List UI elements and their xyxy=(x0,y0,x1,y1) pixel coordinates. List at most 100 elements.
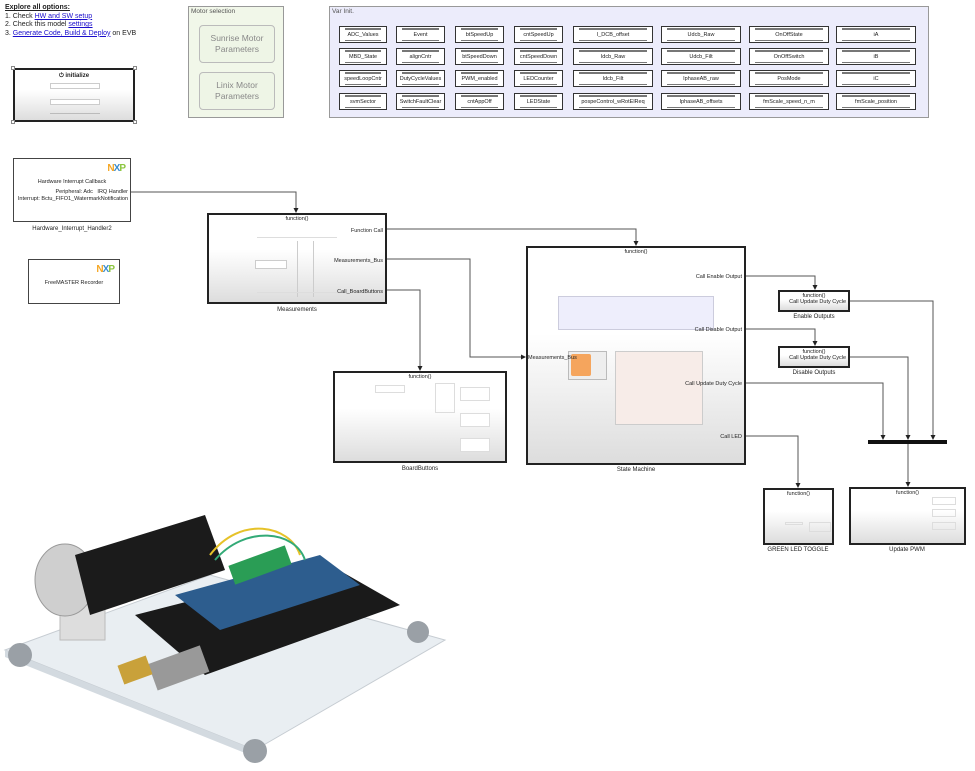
wire-led xyxy=(746,435,801,488)
linix-motor-button[interactable]: Linix Motor Parameters xyxy=(199,72,275,110)
port-call-enable-output: Call Enable Output xyxy=(695,274,742,280)
port-measurements-bus: Measurements_Bus xyxy=(334,258,383,264)
port-call-led: Call LED xyxy=(720,434,742,440)
interrupt-text: Interrupt: Bctu_FIFO1_WatermarkNotificat… xyxy=(17,195,128,202)
enable-outputs-name: Enable Outputs xyxy=(793,314,835,320)
var-init-block[interactable]: iC xyxy=(836,70,916,87)
text: on EVB xyxy=(110,29,137,37)
var-init-block[interactable]: DutyCycleValues xyxy=(396,70,445,87)
chart-block xyxy=(571,354,591,376)
var-init-block[interactable]: SwitchFaultClear xyxy=(396,93,445,110)
nxp-logo: NXP xyxy=(96,264,115,275)
var-init-block[interactable]: iB xyxy=(836,48,916,65)
var-init-block[interactable]: LEDState xyxy=(514,93,563,110)
var-init-block[interactable]: ADC_Values xyxy=(339,26,387,43)
freemaster-title: FreeMASTER Recorder xyxy=(44,280,104,286)
text: 3. xyxy=(5,29,13,37)
var-init-block[interactable]: Idcb_Raw xyxy=(573,48,653,65)
var-init-block[interactable]: svmSector xyxy=(339,93,387,110)
motor-selection-title: Motor selection xyxy=(191,8,236,15)
port-call-update-duty-cycle: Call Update Duty Cycle xyxy=(789,299,846,305)
wire-duty xyxy=(746,382,886,440)
green-led-toggle-block[interactable]: function() xyxy=(763,488,834,545)
text: 1. Check xyxy=(5,12,35,20)
port-call-update-duty-cycle: Call Update Duty Cycle xyxy=(789,355,846,361)
text: 2. Check this model xyxy=(5,21,69,28)
motor-selection-area: Motor selection Sunrise Motor Parameters… xyxy=(188,6,284,118)
trigger-label: function() xyxy=(802,293,826,299)
update-pwm-block[interactable]: function() xyxy=(849,487,966,545)
var-init-block[interactable]: IphaseAB_raw xyxy=(661,70,741,87)
generate-code-link[interactable]: Generate Code, Build & Deploy xyxy=(12,29,111,37)
trigger-label: function() xyxy=(408,374,432,380)
var-init-block[interactable]: iA xyxy=(836,26,916,43)
function-call-mux-bar[interactable] xyxy=(868,440,947,444)
evaluation-board-photo xyxy=(3,515,447,763)
trigger-label: function() xyxy=(787,491,810,497)
var-init-block[interactable]: Event xyxy=(396,26,445,43)
sunrise-motor-button[interactable]: Sunrise Motor Parameters xyxy=(199,25,275,63)
nxp-logo: NXP xyxy=(107,163,126,174)
measurements-name: Measurements xyxy=(277,307,317,313)
port-call-boardbuttons: Call_BoardButtons xyxy=(337,289,383,295)
wire-irq xyxy=(131,191,299,213)
hw-sw-setup-link[interactable]: HW and SW setup xyxy=(34,12,93,20)
var-init-block[interactable]: IphaseAB_offsets xyxy=(661,93,741,110)
var-init-block[interactable]: fmScale_speed_n_m xyxy=(749,93,829,110)
instructions: Explore all options: 1. Check HW and SW … xyxy=(5,4,136,38)
port-call-disable-output: Call Disable Output xyxy=(694,327,742,333)
wire-enable xyxy=(746,275,818,290)
hw-interrupt-title: Hardware Interrupt Callback xyxy=(37,179,107,185)
var-init-block[interactable]: Udcb_Raw xyxy=(661,26,741,43)
port-call-update-duty-cycle: Call Update Duty Cycle xyxy=(685,381,742,387)
trigger-label: function() xyxy=(896,490,919,496)
var-init-block[interactable]: PosMode xyxy=(749,70,829,87)
var-init-block[interactable]: OnOffSwitch xyxy=(749,48,829,65)
state-machine-name: State Machine xyxy=(616,467,656,473)
var-init-block[interactable]: cntSpeedDown xyxy=(514,48,563,65)
hw-interrupt-name: Hardware_Interrupt_Handler2 xyxy=(32,226,112,232)
var-init-block[interactable]: pospeControl_wRotElReq xyxy=(573,93,653,110)
state-machine-block[interactable]: function() Measurements_Bus Call Enable … xyxy=(526,246,746,465)
var-init-block[interactable]: Idcb_Filt xyxy=(573,70,653,87)
enable-outputs-block[interactable]: function() Call Update Duty Cycle xyxy=(778,290,850,312)
wire-disable-out xyxy=(850,356,911,440)
trigger-label: function() xyxy=(624,249,648,255)
power-icon: ⏻ xyxy=(58,73,64,79)
var-init-block[interactable]: cntSpeedUp xyxy=(514,26,563,43)
var-init-block[interactable]: speedLoopCntr xyxy=(339,70,387,87)
var-init-block[interactable]: fmScale_position xyxy=(836,93,916,110)
var-init-block[interactable]: OnOffState xyxy=(749,26,829,43)
var-init-block[interactable]: I_DCB_offset xyxy=(573,26,653,43)
wire-enable-out xyxy=(850,300,936,440)
disable-outputs-block[interactable]: function() Call Update Duty Cycle xyxy=(778,346,850,368)
initialize-label: initialize xyxy=(65,73,90,79)
wire-disable xyxy=(746,328,818,346)
hardware-interrupt-block[interactable]: NXP Hardware Interrupt Callback Peripher… xyxy=(13,158,131,222)
measurements-block[interactable]: function() Function Call Measurements_Bu… xyxy=(207,213,387,304)
trigger-label: function() xyxy=(285,216,309,222)
instructions-title: Explore all options: xyxy=(5,4,70,11)
var-init-block[interactable]: cntAppOff xyxy=(455,93,504,110)
var-init-block[interactable]: alignCntr xyxy=(396,48,445,65)
boardbuttons-block[interactable]: function() xyxy=(333,371,507,463)
freemaster-recorder-block[interactable]: NXP FreeMASTER Recorder xyxy=(28,259,120,304)
initialize-block[interactable]: ⏻ initialize xyxy=(13,68,135,122)
trigger-label: function() xyxy=(802,349,826,355)
port-measurements-bus-in: Measurements_Bus xyxy=(528,355,577,361)
wire-boardbuttons xyxy=(387,289,423,371)
var-init-block[interactable]: btSpeedDown xyxy=(455,48,504,65)
var-init-block[interactable]: Udcb_Filt xyxy=(661,48,741,65)
wire-measurements-bus xyxy=(387,258,526,360)
update-pwm-name: Update PWM xyxy=(889,547,925,553)
var-init-block[interactable]: LEDCounter xyxy=(514,70,563,87)
disable-outputs-name: Disable Outputs xyxy=(792,370,836,376)
var-init-block[interactable]: btSpeedUp xyxy=(455,26,504,43)
var-init-title: Var Init. xyxy=(332,8,354,15)
settings-link[interactable]: settings xyxy=(68,21,93,28)
var-init-block[interactable]: MBD_State xyxy=(339,48,387,65)
boardbuttons-name: BoardButtons xyxy=(401,466,439,472)
green-led-toggle-name: GREEN LED TOGGLE xyxy=(767,547,829,553)
var-init-block[interactable]: PWM_enabled xyxy=(455,70,504,87)
var-init-area: Var Init. ADC_Values Event btSpeedUp cntSpe… xyxy=(329,6,929,118)
